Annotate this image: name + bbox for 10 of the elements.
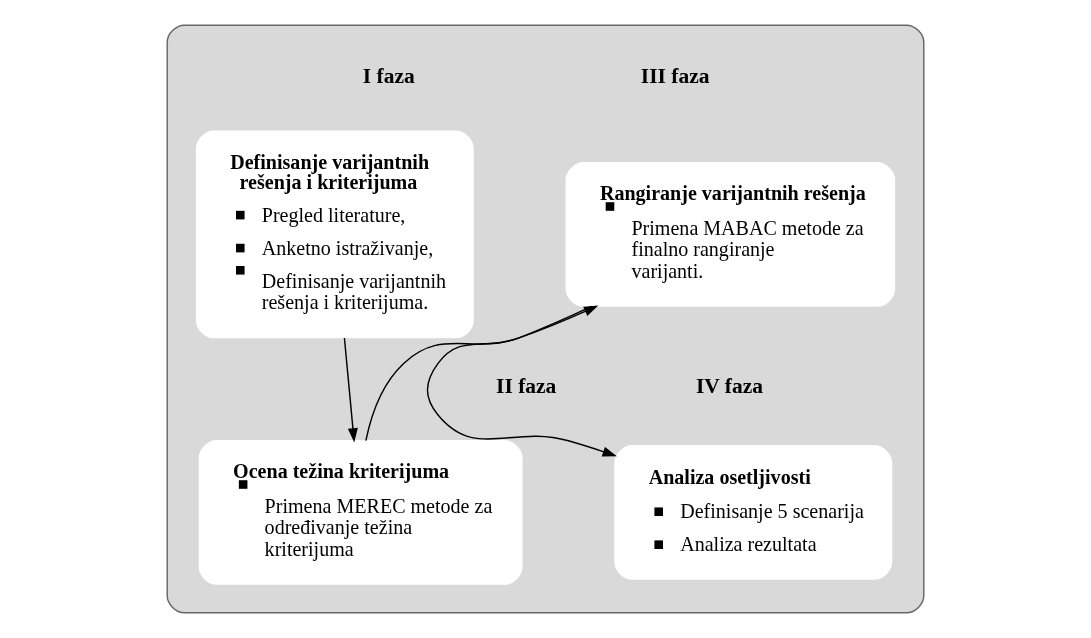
node-label: IV faza	[695, 373, 764, 398]
node-box: Analiza osetljivosti Definisanje 5 scenarija Analiza rezultata	[614, 445, 893, 580]
arrow	[343, 337, 358, 443]
node-label: II faza	[496, 373, 557, 398]
node-box: Definisanje varijantnih rešenja i kriterijuma Pregled literature, Anketno istraživanje, Definisanje varijantnih rešenja i kriterijuma.	[195, 130, 474, 339]
node-label: III faza	[640, 64, 710, 89]
node-box: Ocena težina kriterijuma Primena MEREC metode za određivanje težina kriterijuma	[198, 440, 523, 585]
node-box: Rangiranje varijantnih rešenja Primena MABAC metode za finalno rangiranje varijanti.	[565, 162, 896, 307]
node-label: I faza	[362, 64, 415, 89]
cluster	[166, 24, 925, 614]
